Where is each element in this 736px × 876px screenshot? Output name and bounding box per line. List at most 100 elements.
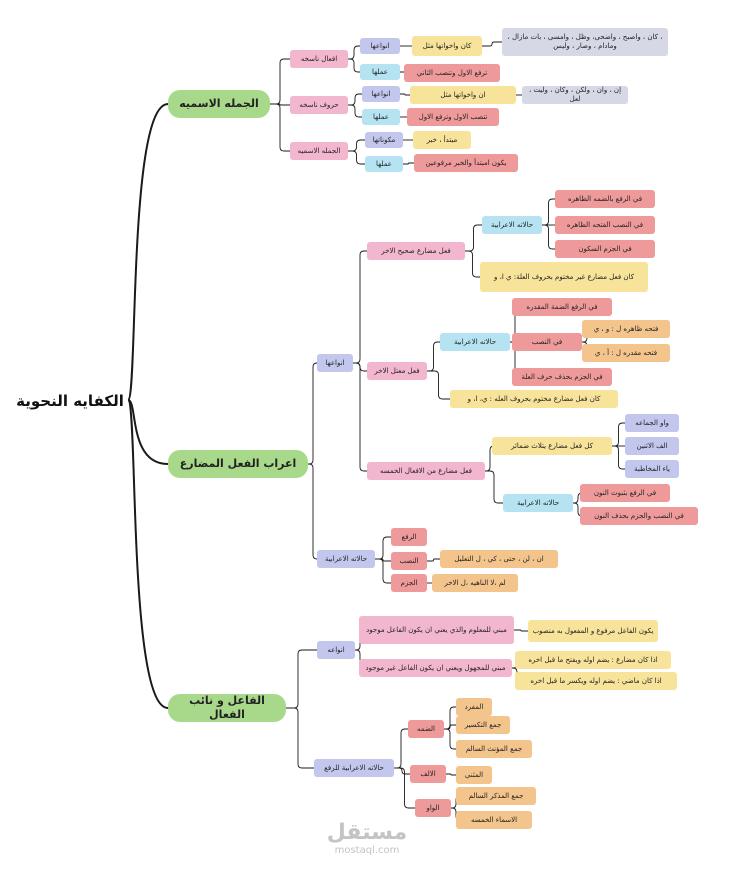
node-box <box>515 651 671 669</box>
node-n1b2: عملها <box>362 109 400 125</box>
node-n1: الجمله الاسميه <box>168 90 270 118</box>
node-n1a: افعال ناسخه <box>290 50 348 68</box>
node-label: حروف ناسخه <box>299 100 339 109</box>
link-n3b1-n3b1b <box>444 724 456 730</box>
node-label: انواعها <box>370 41 390 50</box>
node-box <box>317 354 353 372</box>
link-n1a-n1a1 <box>348 45 360 60</box>
link-n3b2-n3b2a <box>446 773 456 776</box>
node-label: لم ،لا الناهيه ،ل الاخر <box>444 578 506 587</box>
node-box <box>317 641 355 659</box>
node-n2a3a1: واو الجماعه <box>625 414 679 432</box>
node-n3b3a: جمع المذكر السالم <box>456 787 536 805</box>
node-label: في الجزم السكون <box>578 244 632 253</box>
node-box <box>290 142 348 160</box>
node-box <box>555 240 655 258</box>
link-n2b-n2b3 <box>375 558 391 584</box>
node-box <box>168 694 286 722</box>
node-box <box>362 86 400 102</box>
node-box <box>360 38 400 54</box>
node-n2a2n: كان فعل مضارع مختوم بحروف العله : ي، ا، … <box>450 390 618 408</box>
node-n2b2t: ان ، لن ، حتى ، كي ، ل التعليل <box>440 550 558 568</box>
node-box <box>580 484 670 502</box>
node-n2a3h: حالاته الاعرابية <box>503 494 573 512</box>
node-box <box>528 620 658 642</box>
link-n2b2-n2b2t <box>427 558 440 562</box>
node-n3b: حالاته الاعرابية للرفع <box>314 759 394 777</box>
brand-site: mostaql.com <box>334 845 400 856</box>
node-label: مكوناتها <box>372 135 396 144</box>
link-n2a3a-n2a3a3 <box>612 445 625 470</box>
node-label: جمع التكسير <box>464 720 502 729</box>
node-n1a1t: كان واخواتها مثل <box>412 36 482 56</box>
node-box <box>582 320 670 338</box>
node-label: فتحه مقدره ل : أ ، ي <box>594 348 658 357</box>
node-label: واو الجماعه <box>635 418 669 427</box>
node-label: انواعها <box>371 89 391 98</box>
node-box <box>502 28 668 56</box>
node-label: افعال ناسخه <box>300 54 338 63</box>
node-n2a2h2a: فتحه ظاهره ل : و ، ي <box>582 320 670 338</box>
node-n2a2h1: في الرفع الضمة المقدره <box>512 298 612 316</box>
node-label: الرفع <box>401 532 417 541</box>
node-n1c: الجمله الاسميه <box>290 142 348 160</box>
node-box <box>456 811 532 829</box>
link-n1a-n1a2 <box>348 58 360 73</box>
node-label: النصب <box>399 556 419 565</box>
node-label: حالاته الاعرابية للرفع <box>324 763 384 772</box>
node-label: الجزم <box>400 578 418 587</box>
node-box <box>415 799 451 817</box>
node-n1c2t: يكون امبتدأ والخبر مرفوعين <box>414 154 518 172</box>
link-n2a-n2a1 <box>353 250 367 364</box>
node-box <box>317 550 375 568</box>
node-n3b1b: جمع التكسير <box>456 716 510 734</box>
node-n2a3: فعل مضارع من الافعال الخمسه <box>367 462 485 480</box>
node-n1a1: انواعها <box>360 38 400 54</box>
link-n3b1-n3b1c <box>444 728 456 750</box>
link-n2a3-n2a3h <box>485 470 503 504</box>
node-n2a1h2: في النصب الفتحه الظاهره <box>555 216 655 234</box>
node-label: جمع المؤنث السالم <box>465 744 523 753</box>
node-label: في النصب <box>531 337 563 346</box>
node-label: حالاته الاعرابية <box>490 220 534 229</box>
node-label: في الرفع بثبوت النون <box>593 488 657 497</box>
root-link <box>127 103 169 401</box>
node-label: كان فعل مضارع غير مختوم بحروف العلة: ي ا… <box>493 272 635 281</box>
node-n3b3: الواو <box>415 799 451 817</box>
brand-logo: مستقل mostaql.com <box>322 820 412 856</box>
node-box <box>391 552 427 570</box>
link-n2-n2a <box>308 362 318 465</box>
node-label: انواعه <box>327 645 345 654</box>
node-n1b2t: تنصب الاول وترفع الاول <box>407 108 499 126</box>
link-n1c-n1c1 <box>348 139 365 152</box>
node-box <box>359 616 514 644</box>
node-label: المفرد <box>464 702 484 711</box>
brand-name: مستقل <box>326 820 408 845</box>
node-box <box>410 86 516 104</box>
node-n1a1e: ، كان ، واصبح ، واضحى، وظل ، وامسى ، بات… <box>502 28 668 56</box>
node-label: ياء المخاطبة <box>634 464 670 473</box>
node-label: مبني للمعلوم والذي يعني ان يكون الفاعل م… <box>366 625 507 634</box>
node-box <box>290 50 348 68</box>
link-n3b-n3b1 <box>394 728 408 769</box>
node-n2a1: فعل مضارع صحيح الاخر <box>367 242 465 260</box>
node-label: الجمله الاسميه <box>297 146 341 155</box>
node-box <box>412 36 482 56</box>
link-n3-n3a <box>286 649 317 709</box>
node-n3a1t: يكون الفاعل مرفوع و المفعول به منصوب <box>528 620 658 642</box>
root-link <box>127 399 169 465</box>
node-box <box>432 574 518 592</box>
node-label: المثنى <box>464 770 484 779</box>
node-n2b2: النصب <box>391 552 427 570</box>
node-n3: الفاعل و نائب الفعال <box>168 694 286 722</box>
node-box <box>456 698 492 716</box>
node-n2a1h: حالاته الاعرابية <box>482 216 542 234</box>
link-n2a2-n2a2n <box>427 370 450 400</box>
node-label: اعراب الفعل المضارع <box>179 457 297 471</box>
node-box <box>625 460 679 478</box>
node-label: ترفع الاول وتنصب الثاني <box>416 68 488 77</box>
node-label: عملها <box>373 112 389 121</box>
node-box <box>480 262 648 292</box>
link-n1b-n1b1 <box>348 93 362 106</box>
node-n2a2h3: في الجزم بحذف حرف العلة <box>512 368 612 386</box>
